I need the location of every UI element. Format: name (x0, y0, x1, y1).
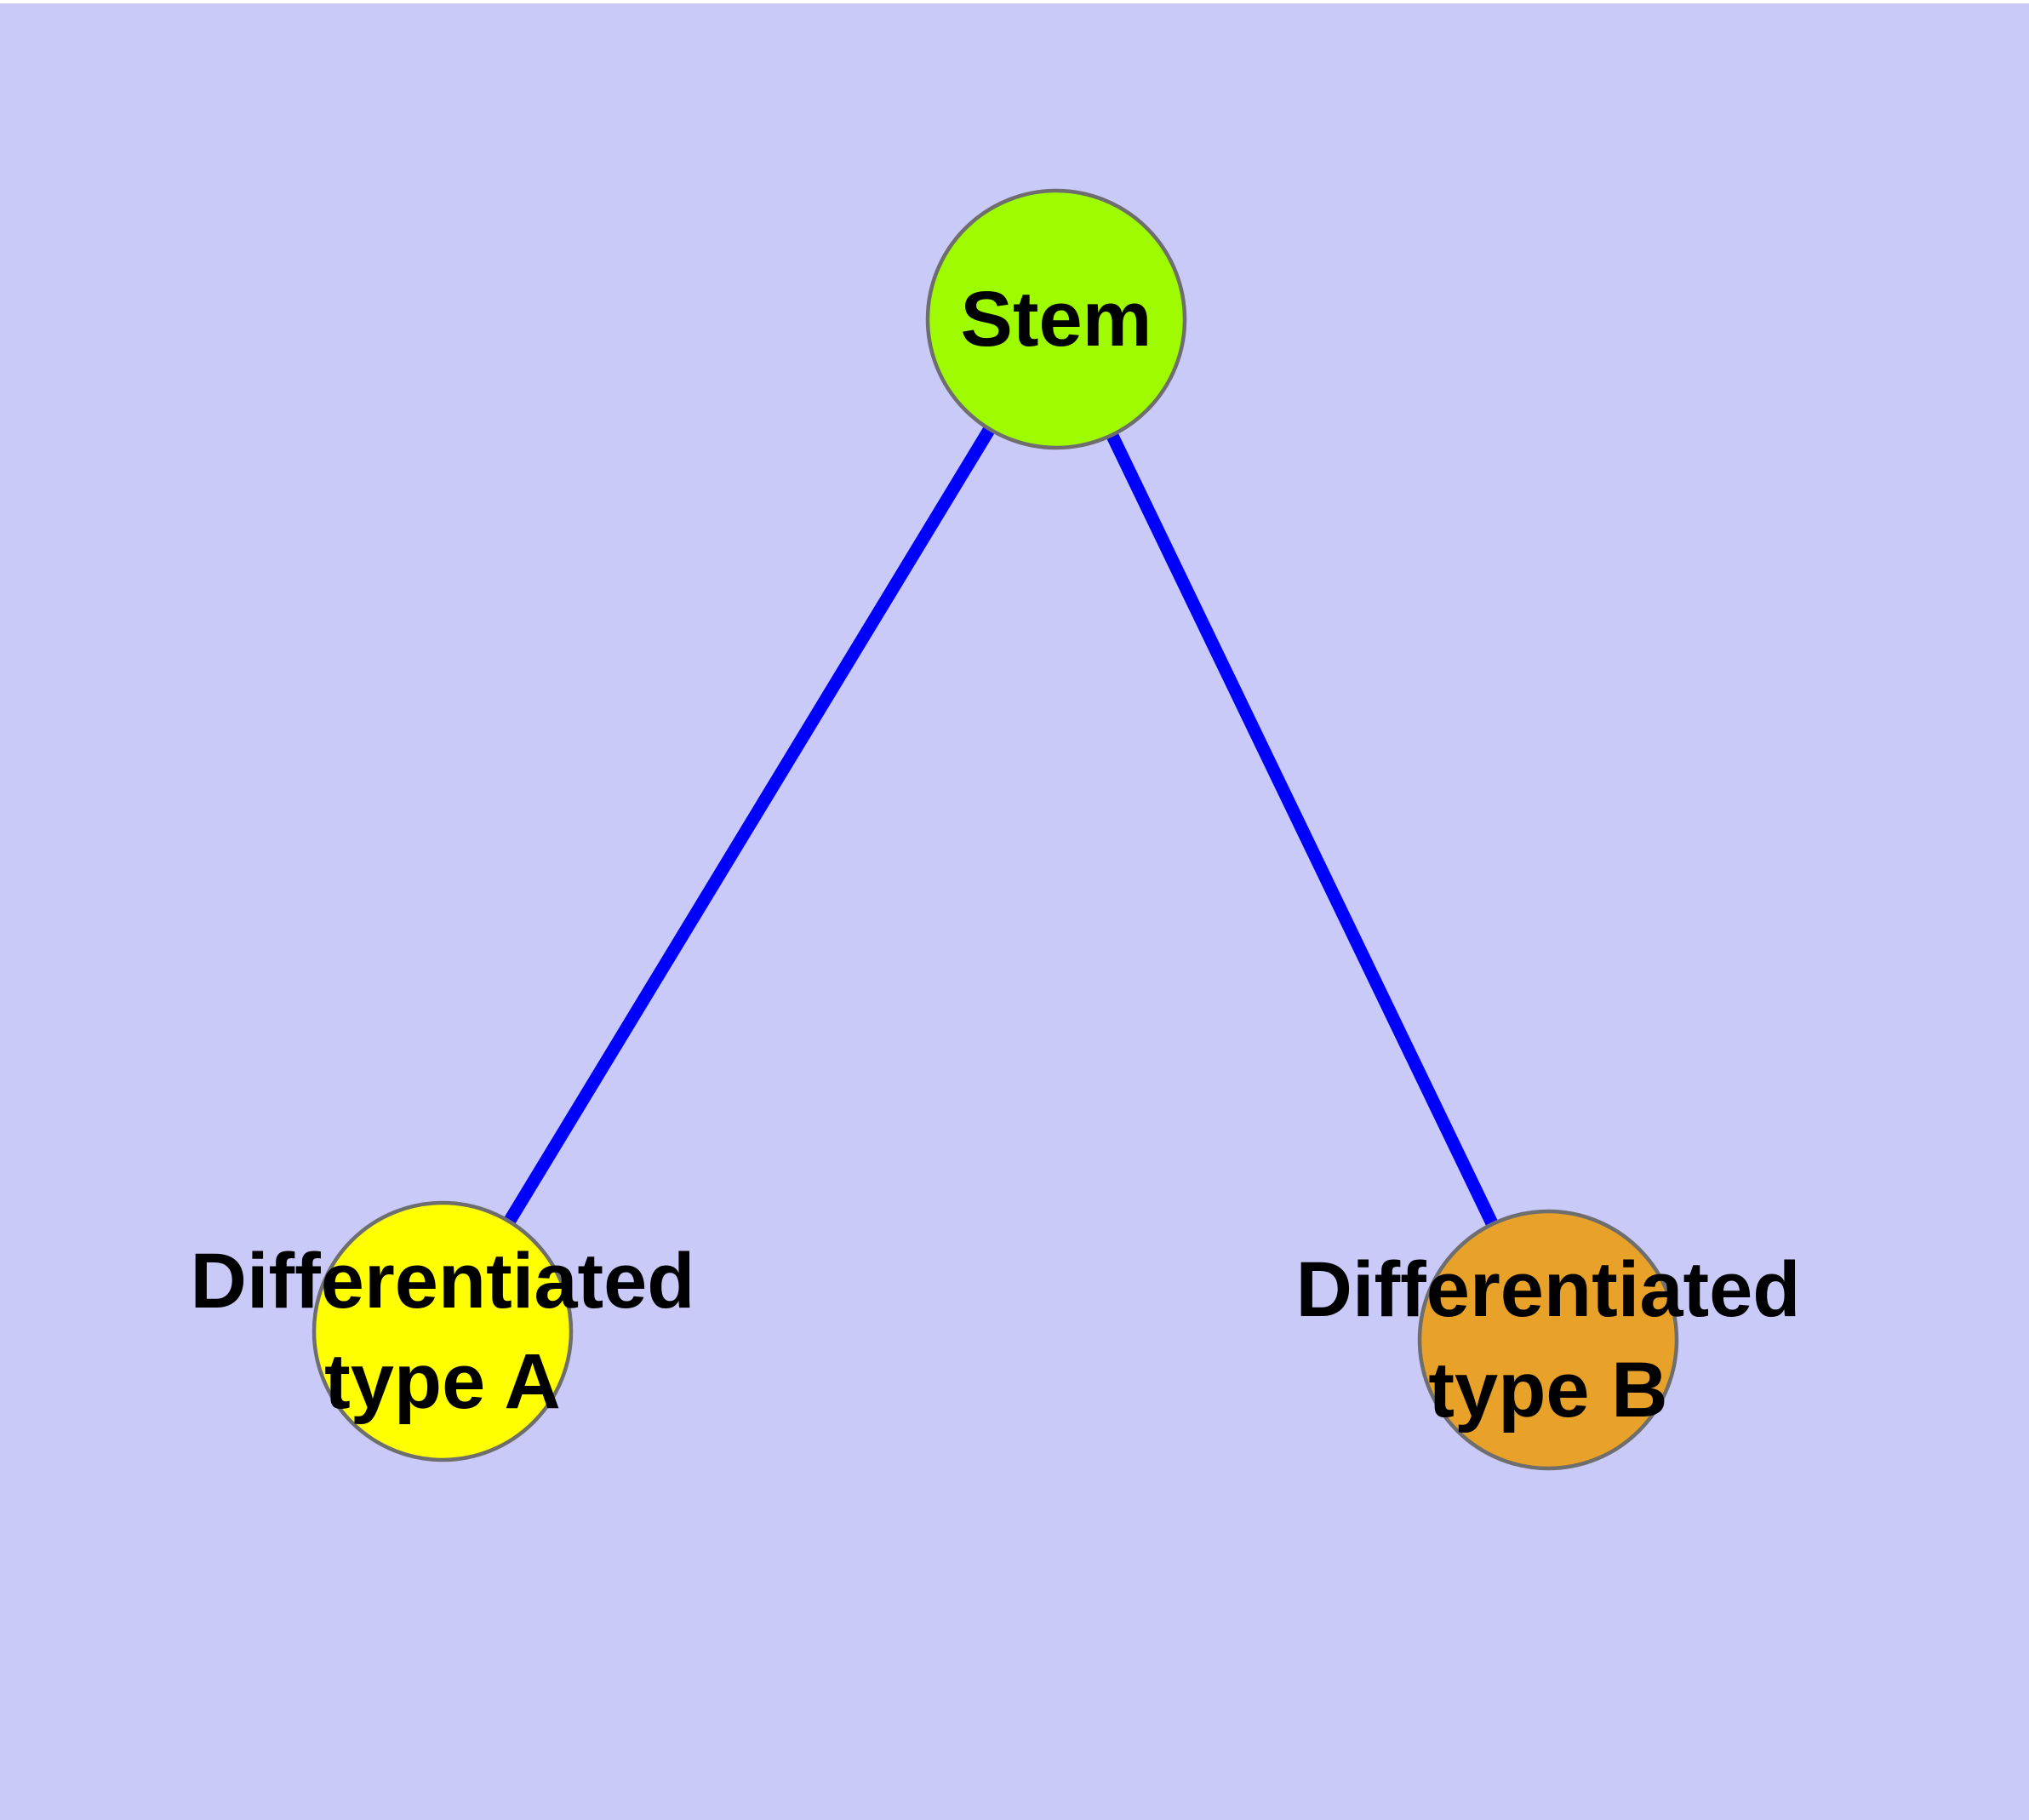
node-label-stem-line-1: Stem (961, 276, 1152, 363)
edge-stem-to-differentiated-type-b (1050, 316, 1554, 1343)
edge-stem-to-differentiated-type-a (437, 316, 1062, 1335)
node-label-differentiated-type-b-line-2: type B (1428, 1347, 1667, 1434)
top-border (0, 0, 2029, 3)
node-differentiated-type-b (1417, 1209, 1679, 1471)
node-label-differentiated-type-a-line-2: type A (324, 1338, 561, 1425)
node-label-differentiated-type-a-line-1: Differentiated (191, 1238, 695, 1325)
node-label-differentiated-type-b-line-1: Differentiated (1296, 1246, 1801, 1333)
node-stem (925, 188, 1187, 450)
node-differentiated-type-a (311, 1200, 574, 1462)
